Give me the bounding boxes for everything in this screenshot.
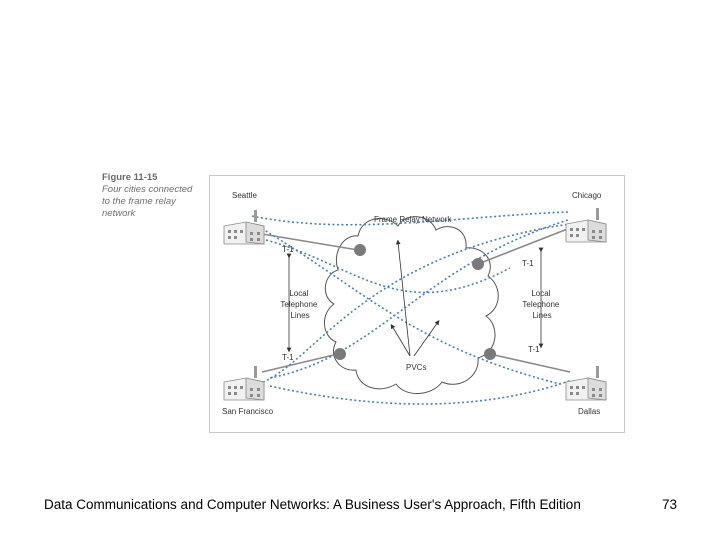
t1-label-dallas: T-1 <box>528 345 540 354</box>
pvc-path <box>251 211 569 226</box>
pvc-pointer <box>395 239 411 357</box>
footer-title: Data Communications and Computer Network… <box>44 497 581 512</box>
frame-relay-diagram-svg: Seattle Chicago San Francisco Dallas Fra… <box>222 191 607 416</box>
t1-link-seattle <box>261 233 359 251</box>
figure-label: Figure 11-15 <box>102 172 158 183</box>
building-dallas-icon <box>565 365 607 401</box>
building-chicago-icon <box>565 207 607 243</box>
frame-relay-cloud <box>324 216 499 394</box>
figure-caption-text: Four cities connected to the frame relay… <box>102 184 193 219</box>
t1-link-sanfrancisco <box>261 353 339 373</box>
local-lines-left-label: Local Telephone Lines <box>280 289 319 320</box>
pvc-path <box>249 223 571 387</box>
city-label-seattle: Seattle <box>232 191 257 200</box>
t1-link-dallas <box>489 353 571 373</box>
node-sanfrancisco <box>334 348 346 360</box>
city-label-chicago: Chicago <box>572 191 602 200</box>
network-label: Frame Relay Network <box>374 215 452 224</box>
page-number: 73 <box>662 497 678 512</box>
t1-link-chicago <box>477 227 571 265</box>
local-lines-right-label: Local Telephone Lines <box>522 289 561 320</box>
pvc-label: PVCs <box>406 363 426 372</box>
frame-relay-diagram: Seattle Chicago San Francisco Dallas Fra… <box>209 175 625 433</box>
pvc-pointer <box>413 320 440 357</box>
t1-label-sanfrancisco: T-1 <box>282 353 294 362</box>
city-label-dallas: Dallas <box>578 407 600 416</box>
figure-caption: Figure 11-15 Four cities connected to th… <box>102 172 202 220</box>
node-seattle <box>354 244 366 256</box>
pvc-path <box>269 379 573 405</box>
building-seattle-icon <box>223 209 265 245</box>
city-label-sanfrancisco: San Francisco <box>222 407 274 416</box>
node-chicago <box>472 258 484 270</box>
building-sanfrancisco-icon <box>223 365 265 401</box>
t1-label-chicago: T-1 <box>522 259 534 268</box>
pvc-pointer <box>390 323 411 357</box>
node-dallas <box>484 348 496 360</box>
t1-label-seattle: T-1 <box>282 245 294 254</box>
